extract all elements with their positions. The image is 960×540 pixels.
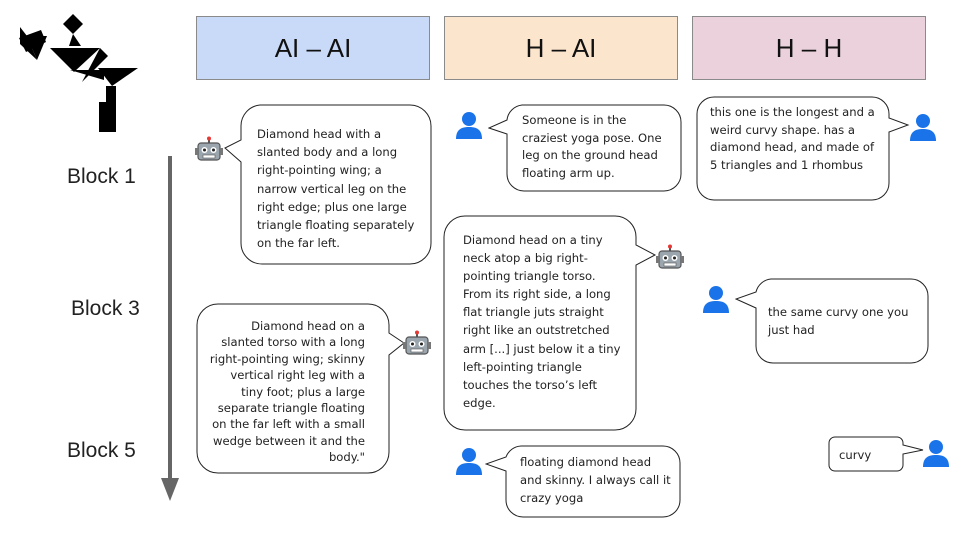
robot-icon [403, 330, 431, 355]
block-progress-arrow [161, 156, 179, 501]
speech-bubble [696, 96, 910, 201]
header-h-ai: H – AI [444, 16, 678, 80]
header-h-h: H – H [692, 16, 926, 80]
message-ai-ai-block-1: Diamond head with a slanted body and a l… [257, 127, 415, 251]
user-icon [923, 440, 949, 467]
message-ai-ai-block-3: Diamond head on a slanted torso with a l… [209, 319, 365, 465]
block-label-3: Block 3 [71, 297, 140, 320]
user-icon [703, 286, 729, 313]
message-h-ai-block-1: Someone is in the craziest yoga pose. On… [522, 113, 662, 180]
speech-bubble [196, 303, 405, 474]
message-h-h-block-1: this one is the longest and a weird curv… [710, 105, 875, 172]
speech-bubble [224, 104, 432, 265]
block-label-1: Block 1 [67, 165, 136, 188]
message-h-ai-block-3: Diamond head on a tiny neck atop a big r… [463, 233, 621, 410]
robot-icon [656, 244, 684, 269]
user-icon [456, 112, 482, 139]
tangram-figure [19, 14, 138, 132]
robot-icon [195, 136, 223, 161]
speech-bubble [488, 104, 682, 192]
message-h-h-block-5: curvy [839, 448, 872, 462]
message-h-h-block-3: the same curvy one you just had [768, 305, 909, 337]
speech-bubble [828, 436, 924, 472]
block-label-5: Block 5 [67, 439, 136, 462]
speech-bubble [443, 215, 657, 431]
user-icon [910, 114, 936, 141]
message-h-ai-block-5: floating diamond head and skinny. I alwa… [520, 455, 671, 505]
header-ai-ai: AI – AI [196, 16, 430, 80]
speech-bubble [735, 278, 929, 364]
user-icon [456, 448, 482, 475]
speech-bubble [485, 445, 681, 518]
